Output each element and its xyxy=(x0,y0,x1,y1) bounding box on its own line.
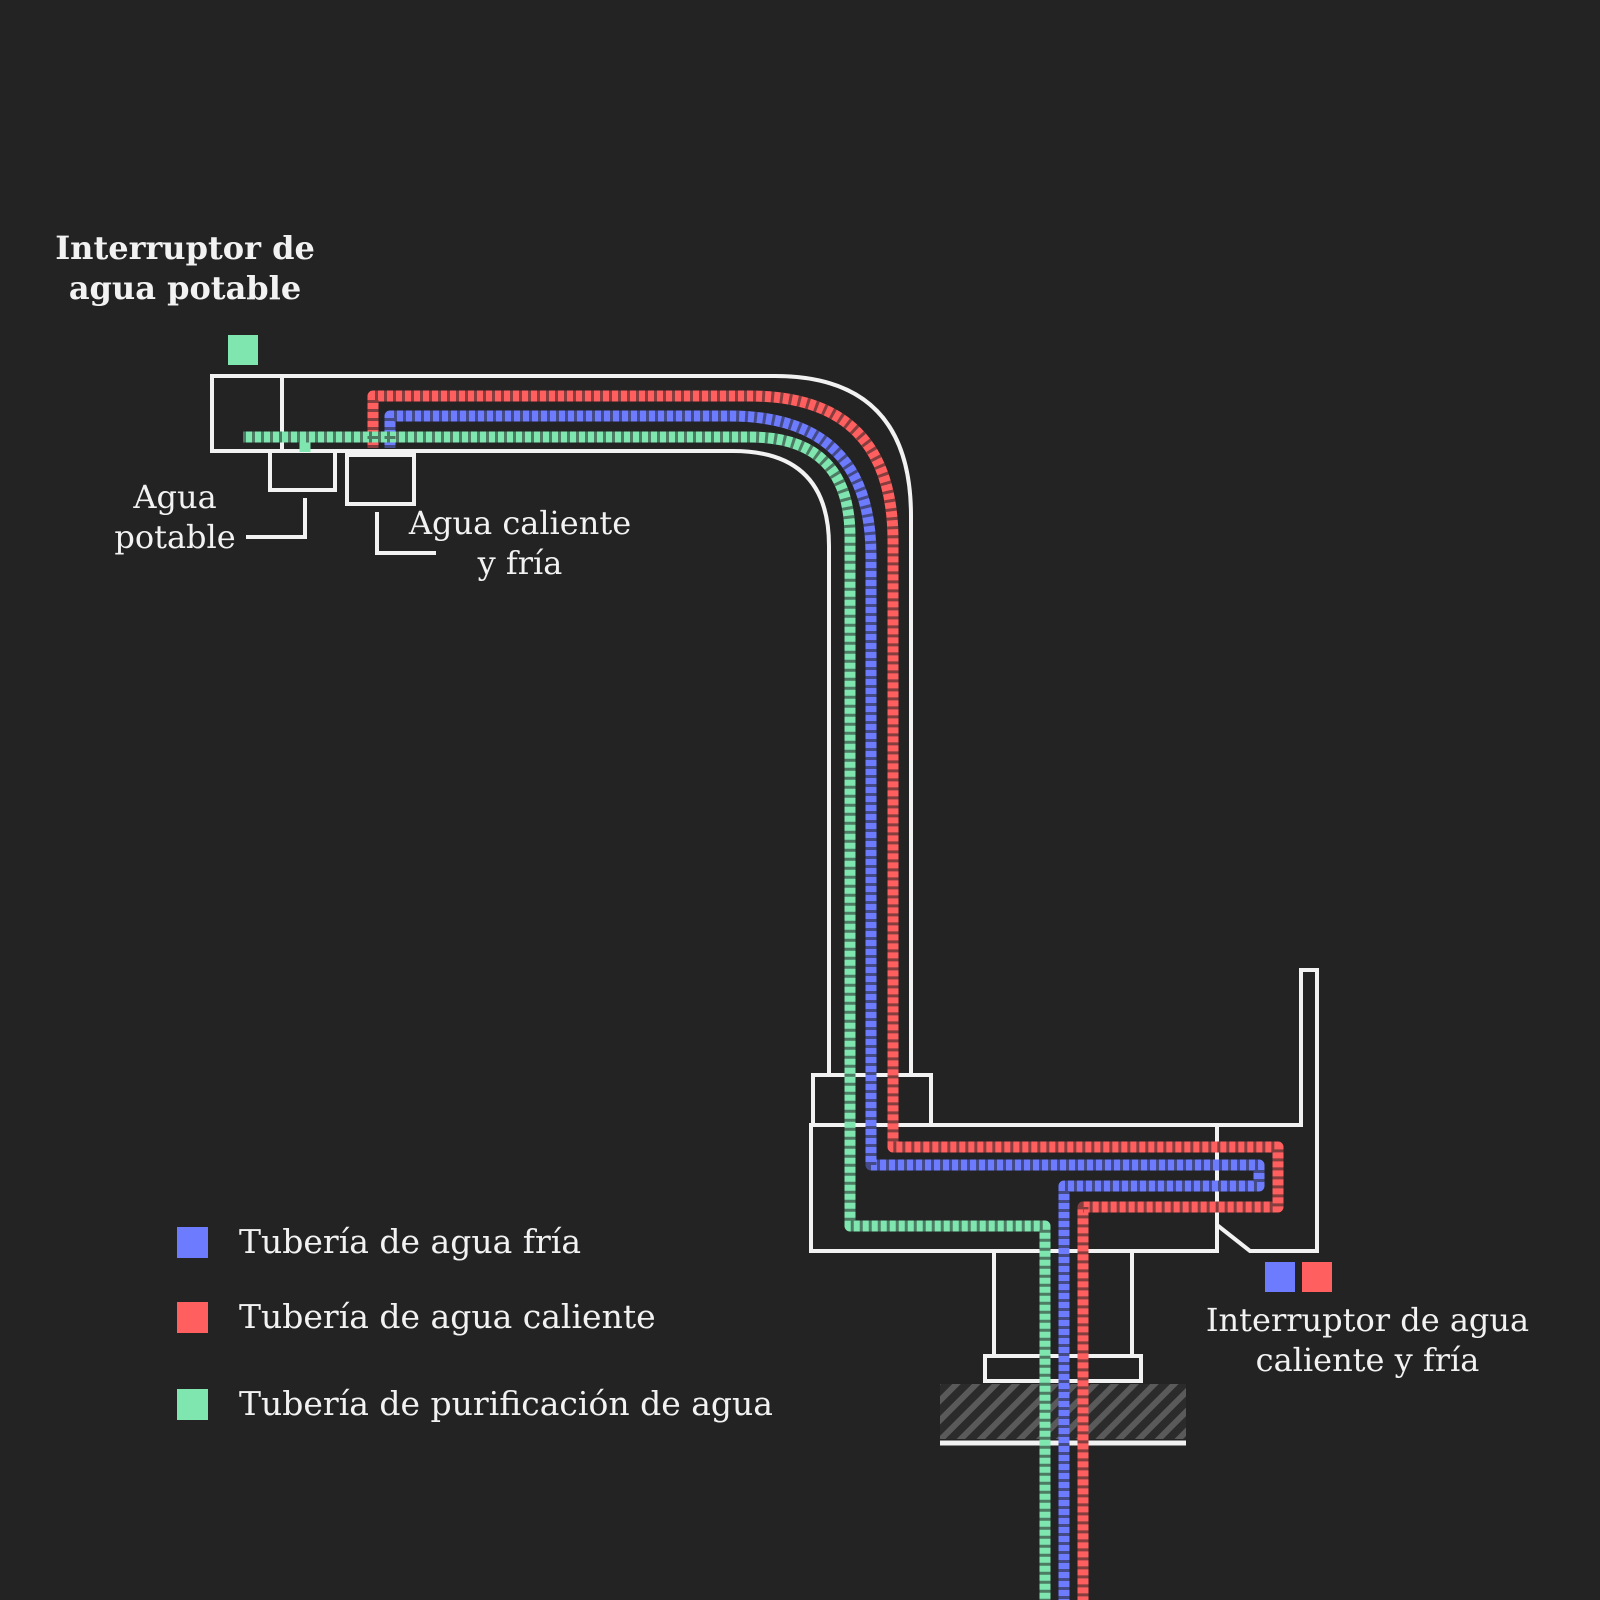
legend-swatch-hot xyxy=(177,1302,208,1333)
legend-item-purified: Tubería de purificación de agua xyxy=(177,1384,773,1424)
potable-switch-label: Interruptor de agua potable xyxy=(40,228,330,308)
cold-pipe-hatch xyxy=(384,410,1265,1600)
cold-switch-indicator xyxy=(1265,1262,1295,1292)
hot-cold-switch-label: Interruptor de agua caliente y fría xyxy=(1190,1300,1545,1380)
hot-cold-switch-label-line-1: Interruptor de agua xyxy=(1205,1301,1530,1339)
legend-label-hot: Tubería de agua caliente xyxy=(239,1297,656,1336)
purified-pipe-hatch xyxy=(243,431,1051,1600)
hot-cold-outlet-box xyxy=(345,453,416,506)
legend-item-cold: Tubería de agua fría xyxy=(177,1222,737,1262)
legend-label-cold: Tubería de agua fría xyxy=(239,1222,581,1261)
potable-outlet-label: Agua potable xyxy=(95,477,255,557)
hot-pipe-hatch xyxy=(367,390,1284,1600)
potable-outlet-label-line-2: potable xyxy=(114,518,236,556)
lever-handle xyxy=(1215,968,1319,1253)
legend-swatch-cold xyxy=(177,1227,208,1258)
spout-outer-wall xyxy=(212,374,913,1075)
spout-inner-wall xyxy=(212,449,831,1075)
hot-cold-outlet-label: Agua caliente y fría xyxy=(400,503,640,583)
hot-cold-switch-label-line-2: caliente y fría xyxy=(1255,1341,1480,1379)
hot-cold-outlet-label-line-1: Agua caliente xyxy=(408,504,632,542)
potable-outlet-label-line-1: Agua xyxy=(133,478,217,516)
legend-label-purified: Tubería de purificación de agua xyxy=(239,1384,773,1423)
potable-outlet-leader xyxy=(246,498,307,539)
legend-swatch-purified xyxy=(177,1389,208,1420)
legend-item-hot: Tubería de agua caliente xyxy=(177,1297,737,1337)
hot-cold-outlet-leader xyxy=(375,512,436,555)
spout-outline xyxy=(210,374,913,1075)
potable-switch-label-line-2: agua potable xyxy=(68,269,302,307)
pipe-hatching xyxy=(243,390,1284,1600)
hot-switch-indicator xyxy=(1302,1262,1332,1292)
potable-switch-indicator xyxy=(228,335,258,365)
potable-switch-label-line-1: Interruptor de xyxy=(55,229,315,267)
potable-outlet-box xyxy=(268,449,337,492)
hot-cold-outlet-label-line-2: y fría xyxy=(477,544,563,582)
purified-pipe xyxy=(243,431,1051,1600)
